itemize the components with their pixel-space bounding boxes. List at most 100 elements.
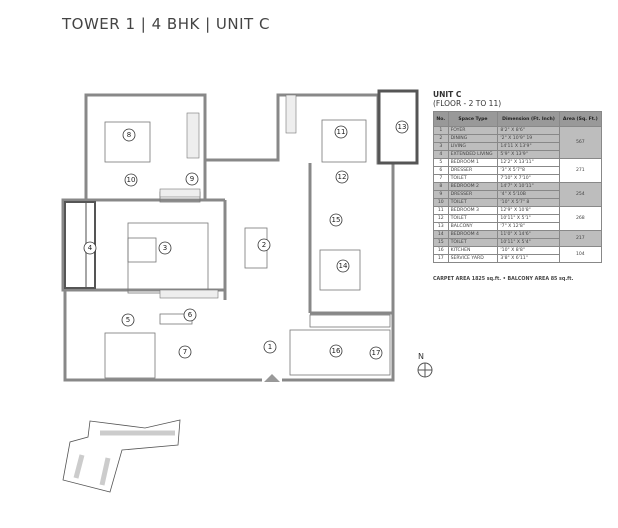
room-marker-circle — [257, 238, 271, 252]
room-marker-circle — [122, 128, 136, 142]
row-space-type: BEDROOM 3 — [447, 206, 499, 215]
unit-name: UNIT C — [433, 90, 462, 99]
row-no: 7 — [433, 174, 449, 183]
row-no: 17 — [433, 254, 449, 263]
room-number: 11 — [337, 128, 346, 136]
row-dimension: 7'10" X 7'10" — [497, 174, 560, 183]
row-no: 4 — [433, 150, 449, 159]
room-marker-circle — [185, 172, 199, 186]
room-marker-circle — [178, 345, 192, 359]
row-space-type: FOYER — [447, 126, 499, 135]
row-space-type: DRESSER — [447, 166, 499, 175]
col-area: Area (Sq. Ft.) — [558, 111, 603, 127]
row-no: 14 — [433, 230, 449, 239]
row-space-type: EXTENDED LIVING — [447, 150, 499, 159]
row-space-type: TOILET — [447, 238, 499, 247]
row-area: 268 — [558, 206, 603, 231]
col-no: No. — [433, 111, 449, 127]
row-space-type: TOILET — [447, 174, 499, 183]
entrance-arrow-icon — [264, 374, 280, 382]
row-no: 6 — [433, 166, 449, 175]
area-table: No. Space Type Dimension (Ft. Inch) Area… — [433, 111, 603, 263]
room-number: 8 — [127, 131, 131, 139]
row-space-type: BEDROOM 4 — [447, 230, 499, 239]
row-no: 1 — [433, 126, 449, 135]
room-marker-circle — [158, 241, 172, 255]
room-marker-circle — [121, 313, 135, 327]
row-no: 3 — [433, 142, 449, 151]
row-no: 15 — [433, 238, 449, 247]
page-title: TOWER 1 | 4 BHK | UNIT C — [62, 15, 270, 33]
row-dimension: '10" X 8'8" — [497, 246, 560, 255]
wardrobes — [159, 94, 297, 299]
row-area: 217 — [558, 230, 603, 247]
room-number: 7 — [183, 348, 187, 356]
room-marker-circle — [335, 170, 349, 184]
row-space-type: LIVING — [447, 142, 499, 151]
room-number: 10 — [127, 176, 136, 184]
row-area: 104 — [558, 246, 603, 263]
row-no: 13 — [433, 222, 449, 231]
unit-heading: UNIT C (FLOOR - 2 TO 11) — [433, 90, 501, 108]
col-dimension: Dimension (Ft. Inch) — [497, 111, 560, 127]
row-dimension: '10" X 5'7" 8 — [497, 198, 560, 207]
balcony-13-outline — [377, 89, 419, 165]
room-number: 17 — [372, 349, 381, 357]
row-no: 16 — [433, 246, 449, 255]
area-totals: CARPET AREA 1825 sq.ft. • BALCONY AREA 8… — [433, 277, 574, 282]
row-dimension: '2" X 10'9" 19 — [497, 134, 560, 143]
room-marker-circle — [395, 120, 409, 134]
row-dimension: 14'11 X 13'9" — [497, 142, 560, 151]
row-dimension: 8'2" X 8'6" — [497, 126, 560, 135]
row-no: 12 — [433, 214, 449, 223]
room-marker-circle — [369, 346, 383, 360]
room-marker-circle — [83, 241, 97, 255]
row-dimension: 5'9" X 13'9" — [497, 150, 560, 159]
room-number: 13 — [398, 123, 407, 131]
row-no: 11 — [433, 206, 449, 215]
row-space-type: BEDROOM 2 — [447, 182, 499, 191]
room-number: 14 — [339, 262, 348, 270]
row-no: 5 — [433, 158, 449, 167]
row-no: 9 — [433, 190, 449, 199]
row-space-type: TOILET — [447, 214, 499, 223]
row-space-type: KITCHEN — [447, 246, 499, 255]
room-number: 5 — [126, 316, 130, 324]
room-number: 16 — [332, 347, 341, 355]
room-marker-circle — [334, 125, 348, 139]
row-area: 254 — [558, 182, 603, 207]
room-marker-circle — [183, 308, 197, 322]
room-number: 15 — [332, 216, 341, 224]
room-marker-circle — [329, 213, 343, 227]
row-area: 567 — [558, 126, 603, 159]
room-number: 12 — [338, 173, 347, 181]
row-space-type: DRESSER — [447, 190, 499, 199]
key-plan — [62, 419, 181, 493]
row-dimension: 14'7" X 10'11" — [497, 182, 560, 191]
room-marker-circle — [263, 340, 277, 354]
row-no: 2 — [433, 134, 449, 143]
room-number: 3 — [163, 244, 167, 252]
row-dimension: 10'11" X 5'1" — [497, 214, 560, 223]
unit-floors: (FLOOR - 2 TO 11) — [433, 99, 502, 108]
row-dimension: '3" X 5'7"8 — [497, 166, 560, 175]
row-dimension: 10'11" X 5'4" — [497, 238, 560, 247]
row-no: 10 — [433, 198, 449, 207]
row-space-type: SERVICE YARD — [447, 254, 499, 263]
row-no: 8 — [433, 182, 449, 191]
room-number: 1 — [268, 343, 272, 351]
row-dimension: 12'9" X 10'8" — [497, 206, 560, 215]
compass-label: N — [418, 352, 424, 361]
row-space-type: BALCONY — [447, 222, 499, 231]
room-marker-circle — [336, 259, 350, 273]
